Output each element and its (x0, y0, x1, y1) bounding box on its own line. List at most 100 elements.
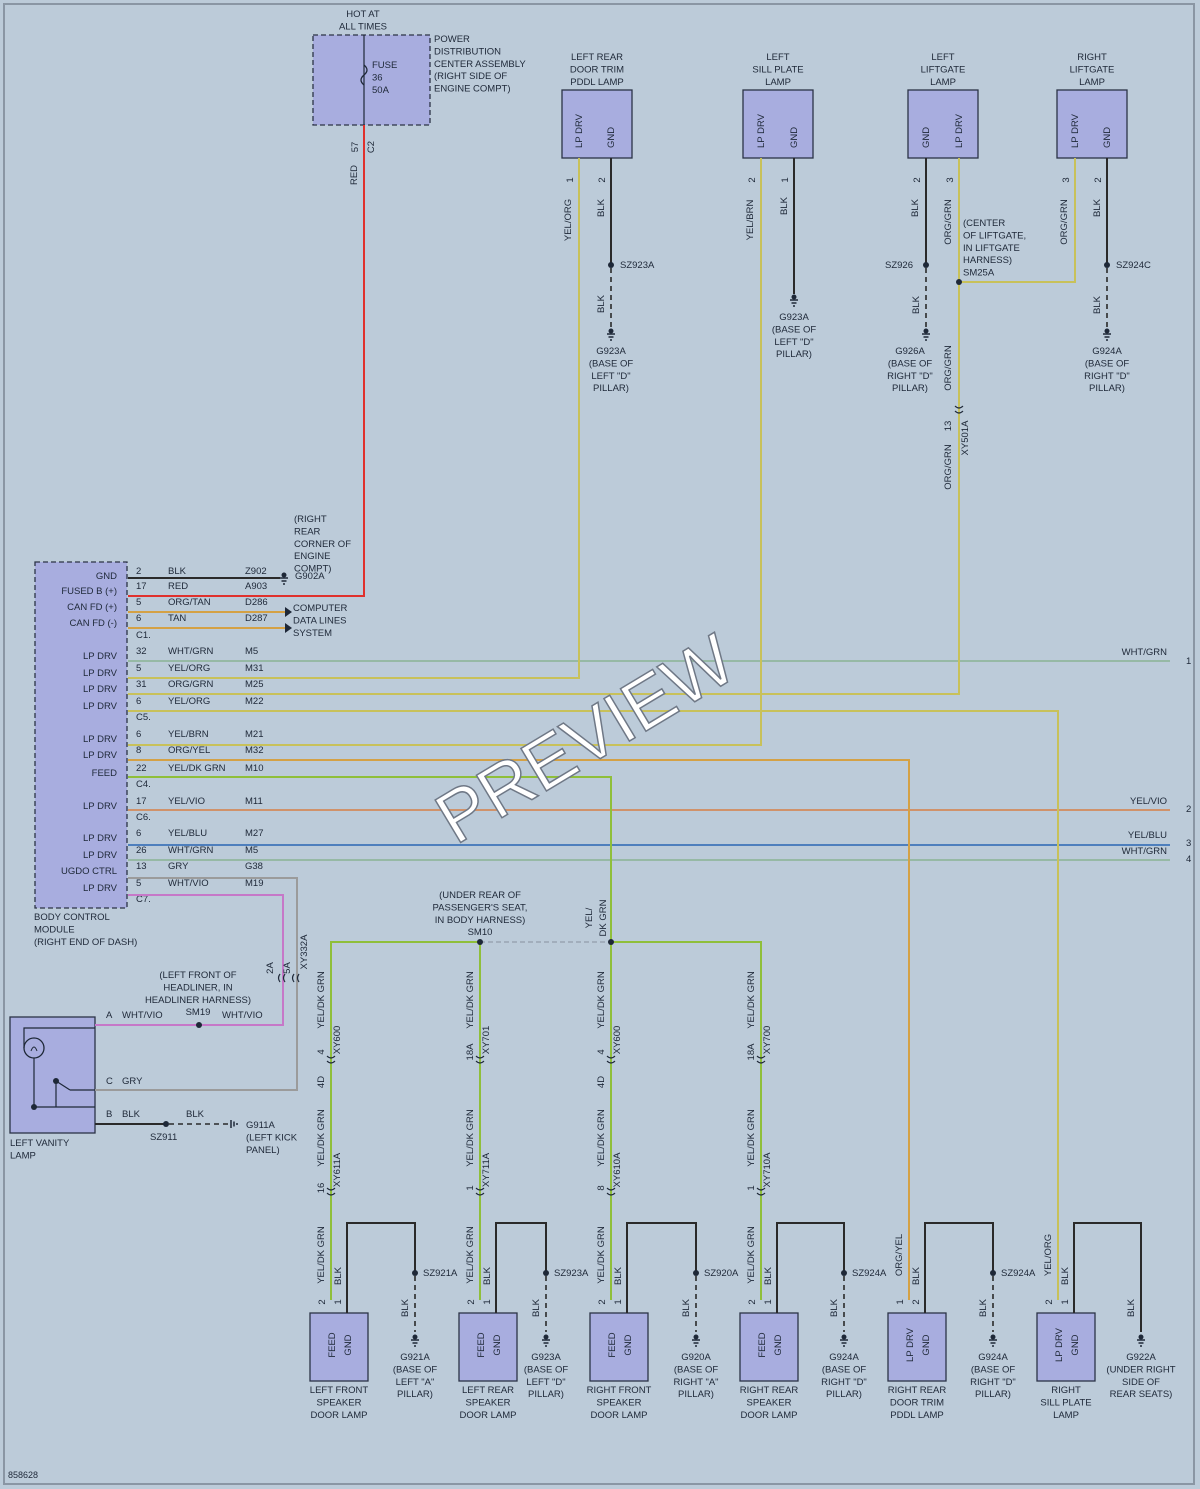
connector-id: XY710A (762, 1152, 773, 1188)
ground-location: SIDE OF (1122, 1377, 1160, 1388)
ground-location: RIGHT "D" (887, 371, 933, 382)
ground-location: G926A (895, 346, 925, 357)
bcm-pin-number: 31 (136, 679, 147, 690)
wire-color: YEL/DK GRN (596, 971, 607, 1029)
wire-color: BLK (1060, 1266, 1071, 1285)
vanity-pin: C (106, 1076, 113, 1087)
top-lamp-label: LAMP (930, 77, 956, 88)
sm25a-label: HARNESS) (963, 255, 1012, 266)
splice-label: SZ924A (852, 1268, 887, 1279)
computer-data-lines-label: COMPUTER (293, 603, 348, 614)
g923a-ground (607, 328, 615, 341)
lamp-pin-function: GND (1102, 127, 1113, 148)
offpage-ref: 3 (1186, 838, 1191, 849)
connector-pin: 1 (746, 1185, 757, 1190)
g902a-location: (RIGHT (294, 514, 327, 525)
splice-label: SZ923A (554, 1268, 589, 1279)
bcm-pin-number: 6 (136, 729, 141, 740)
inline-connector (606, 1187, 616, 1196)
wire-color: YEL/DK GRN (746, 971, 757, 1029)
lamp-pin-function: LP DRV (905, 1327, 916, 1362)
top-lamp-label: DOOR TRIM (570, 64, 624, 75)
bcm-circuit-id: M5 (245, 646, 258, 657)
wire-color: YEL/DK GRN (746, 1226, 757, 1284)
lamp-pin-number: 2 (747, 177, 758, 182)
offpage-wire-color: YEL/VIO (1130, 796, 1167, 807)
ground-location: PILLAR) (528, 1389, 564, 1400)
bcm-connector-id: C5. (136, 712, 151, 723)
splice-label: SZ926 (885, 260, 913, 271)
top-lamp-label: PDDL LAMP (570, 77, 624, 88)
wire-color: YEL/DK GRN (465, 971, 476, 1029)
wire-color: ORG/GRN (943, 444, 954, 490)
lamp-pin-number: 2 (597, 1299, 608, 1304)
feed-branch (330, 941, 480, 1300)
hot-at-all-times-label: ALL TIMES (339, 21, 387, 32)
connector-pin: 4D (316, 1076, 327, 1088)
wire-color: BLK (122, 1109, 141, 1120)
bcm-circuit-id: M32 (245, 745, 263, 756)
splice-dot (841, 1270, 847, 1276)
bcm-pin-function: UGDO CTRL (61, 866, 117, 877)
ground-location: (LEFT KICK (246, 1132, 298, 1143)
g902a-ground (280, 572, 288, 585)
bcm-pin-function: LP DRV (83, 651, 118, 662)
wire-color: GRY (122, 1076, 143, 1087)
wire-color: BLK (911, 1266, 922, 1285)
inline-connector (475, 1055, 485, 1064)
bcm-wire-color: YEL/BLU (168, 828, 207, 839)
bcm-circuit-id: D286 (245, 597, 268, 608)
bcm-pin-function: CAN FD (-) (70, 618, 118, 629)
diagram-frame (3, 3, 1195, 1485)
bcm-wire-color: ORG/TAN (168, 597, 211, 608)
wire-color: YEL/DK GRN (465, 1109, 476, 1167)
bcm-pin-number: 17 (136, 796, 147, 807)
inline-connector (475, 1187, 485, 1196)
ground-location: PILLAR) (593, 383, 629, 394)
bottom-lamp-label: RIGHT FRONT (587, 1385, 652, 1396)
ground-dot (693, 1334, 699, 1340)
top-lamp-connector (907, 89, 979, 159)
sz911-splice (163, 1121, 169, 1127)
connector-pin: 2A (265, 962, 276, 974)
wire-color: BLK (400, 1298, 411, 1317)
lamp-pin-function: LP DRV (1070, 113, 1081, 148)
diagram-id: 858628 (8, 1470, 38, 1480)
preview-watermark: PREVIEW (423, 620, 749, 860)
g926a-ground (922, 328, 930, 341)
g902a-location: ENGINE (294, 551, 330, 562)
ground-location: (BASE OF (971, 1364, 1016, 1375)
offpage-ref: 4 (1186, 854, 1191, 865)
blk-ground-wire (626, 1222, 697, 1313)
sz926-splice (923, 262, 929, 268)
ground-location: RIGHT "A" (673, 1377, 718, 1388)
bcm-wire-color: YEL/ORG (168, 696, 210, 707)
connector-id: XY700 (762, 1026, 773, 1055)
bcm-wire-color: TAN (168, 613, 186, 624)
sm10-label: IN BODY HARNESS) (435, 915, 526, 926)
bcm-pin-number: 6 (136, 613, 141, 624)
ground-location: PILLAR) (975, 1389, 1011, 1400)
offpage-wire-color: WHT/GRN (1122, 846, 1168, 857)
splice-label: SZ921A (423, 1268, 458, 1279)
power-distribution-label: CENTER ASSEMBLY (434, 59, 526, 70)
lamp-pin-number: 3 (1061, 177, 1072, 182)
splice-label: SZ924C (1116, 260, 1151, 271)
wire-color: DK GRN (598, 899, 609, 936)
wire-color: ORG/GRN (943, 345, 954, 391)
top-lamp-connector (561, 89, 633, 159)
red-wire-color: RED (349, 165, 360, 185)
wire-color: YEL/DK GRN (316, 1226, 327, 1284)
sm10-splice (477, 939, 483, 945)
wire-color: ORG/YEL (894, 1234, 905, 1276)
bcm-label: (RIGHT END OF DASH) (34, 937, 137, 948)
bcm-pin-number: 13 (136, 861, 147, 872)
lamp-pin-number: 2 (317, 1299, 328, 1304)
top-lamp-label: RIGHT (1077, 52, 1107, 63)
ground-location: G923A (531, 1352, 561, 1363)
bottom-lamp-label: DOOR LAMP (310, 1410, 367, 1421)
sm25a-label: IN LIFTGATE (963, 243, 1020, 254)
ground-dot (923, 328, 929, 334)
yel-org-m31-wire (128, 158, 580, 679)
wht-vio-m19-wire (95, 894, 284, 1026)
